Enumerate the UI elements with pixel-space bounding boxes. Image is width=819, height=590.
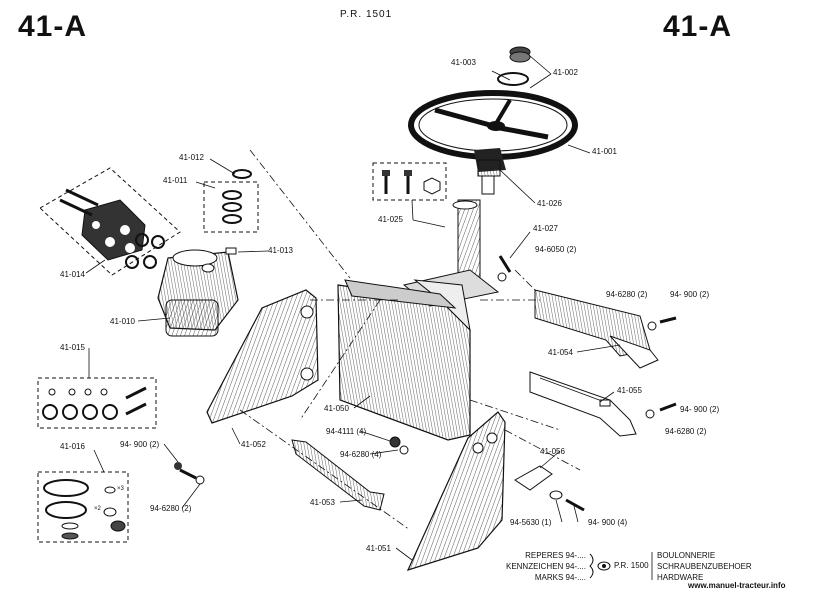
kit-boxes [37,162,447,543]
callout-41-012: 41-012 [179,153,204,162]
assembly-lines [239,149,581,531]
side-plate-right [406,411,506,571]
callout-41-002: 41-002 [553,68,578,77]
callout-94-6050: 94-6050 (2) [535,245,577,254]
callout-94-6280-b: 94-6280 (2) [665,427,707,436]
callout-94-4111: 94-4111 (4) [326,427,367,436]
callout-41-001: 41-001 [592,147,617,156]
callout-41-056: 41-056 [540,447,565,456]
callout-94-6280-c: 94-6280 (4) [340,450,382,459]
legend-graphics [589,552,653,580]
side-plate-left [206,289,319,424]
legend-left: REPERES 94-.... KENNZEICHEN 94-.... MARK… [486,550,586,583]
kit-box-41-015 [37,377,157,429]
legend-line-hardware: HARDWARE [657,573,704,582]
kit-41-015-parts [42,386,147,420]
callout-41-027: 41-027 [533,224,558,233]
kit-box-41-014 [39,167,181,276]
callout-41-051: 41-051 [366,544,391,553]
kit-41-011-parts [222,169,252,255]
callout-41-015: 41-015 [60,343,85,352]
kit-box-41-011 [203,181,259,233]
wheel-cap [497,46,531,86]
legend-line-boulonnerie: BOULONNERIE [657,551,716,560]
steering-wheel [408,90,578,195]
legend-line-schraubenzubehoer: SCHRAUBENZUBEHOER [657,562,752,571]
page-title-right: 41-A [663,10,733,43]
callout-41-010: 41-010 [110,317,135,326]
dashboard-panel [337,279,471,441]
callout-94-5630: 94-5630 (1) [510,518,552,527]
callout-41-026: 41-026 [537,199,562,208]
legend-line-marks: MARKS 94-.... [534,573,586,582]
bracket-41-054 [534,289,659,369]
callout-41-055: 41-055 [617,386,642,395]
hardware-bolts [174,255,677,512]
website-link[interactable]: www.manuel-tracteur.info [688,581,786,590]
callout-41-003: 41-003 [451,58,476,67]
legend-pr-reference: P.R. 1500 [614,561,649,570]
callout-41-016: 41-016 [60,442,85,451]
callout-94-900-c: 94- 900 (2) [120,440,160,449]
callout-94-6280-a: 94-6280 (2) [606,290,648,299]
callout-94-900-d: 94- 900 (4) [588,518,628,527]
callout-94-900-b: 94- 900 (2) [680,405,720,414]
bracket-41-053 [291,439,385,511]
callout-94-900-a: 94- 900 (2) [670,290,710,299]
kit-box-41-016 [37,471,129,543]
callout-x3: ×3 [117,486,124,492]
callout-94-6280-d: 94-6280 (2) [150,504,192,513]
callout-41-054: 41-054 [548,348,573,357]
kit-41-025-parts [382,170,441,195]
page-title-left: 41-A [18,10,88,43]
pr-reference: P.R. 1501 [340,9,393,20]
legend-right: BOULONNERIE SCHRAUBENZUBEHOER HARDWARE [657,550,752,583]
bracket-41-056 [514,465,563,500]
callout-41-025: 41-025 [378,215,403,224]
kit-41-016-parts [43,479,126,540]
kit-box-41-025 [372,162,447,201]
bracket-41-055 [529,371,637,437]
legend-line-kennzeichen: KENNZEICHEN 94-.... [505,562,586,571]
callout-41-052: 41-052 [241,440,266,449]
callout-41-050: 41-050 [324,404,349,413]
valve-block [59,188,165,269]
legend-line-reperes: REPERES 94-.... [525,551,586,560]
leader-lines [85,55,621,561]
callout-41-014: 41-014 [60,270,85,279]
hydraulic-steering-unit [157,249,239,337]
callout-41-011: 41-011 [163,176,188,185]
callout-41-013: 41-013 [268,246,293,255]
callout-x2: ×2 [94,506,101,512]
callout-41-053: 41-053 [310,498,335,507]
